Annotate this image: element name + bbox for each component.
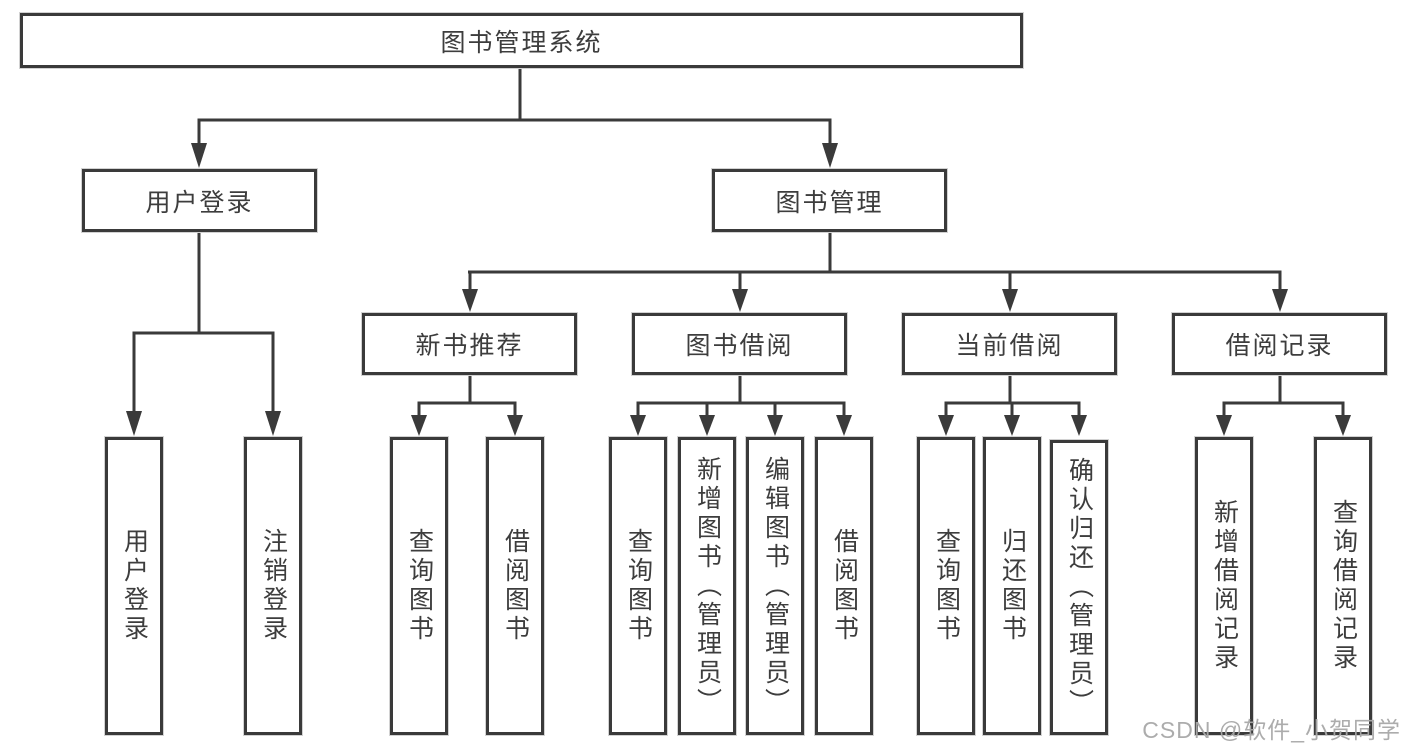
node-label: 查询借阅记录	[1329, 499, 1358, 673]
node-label: 用户登录	[145, 188, 254, 217]
leaf-query-borrow-record: 查询借阅记录	[1314, 437, 1372, 735]
leaf-query-book-1: 查询图书	[390, 437, 448, 735]
leaf-return-book: 归还图书	[983, 437, 1041, 735]
leaf-confirm-return-admin: 确认归还（管理员）	[1050, 440, 1108, 735]
node-label: 用户登录	[120, 528, 149, 644]
leaf-query-book-2: 查询图书	[609, 437, 667, 735]
node-label: 当前借阅	[955, 332, 1064, 360]
node-label: 注销登录	[259, 528, 288, 644]
node-label: 归还图书	[998, 528, 1027, 644]
node-label: 图书管理系统	[440, 28, 603, 57]
node-label: 图书管理	[775, 188, 884, 217]
leaf-add-borrow-record: 新增借阅记录	[1195, 437, 1253, 735]
node-label: 编辑图书（管理员）	[761, 455, 790, 717]
node-label: 查询图书	[932, 528, 961, 644]
node-label: 借阅记录	[1225, 332, 1334, 360]
node-label: 图书借阅	[685, 332, 794, 360]
node-root-system: 图书管理系统	[20, 13, 1023, 68]
node-current-borrow: 当前借阅	[902, 313, 1117, 375]
node-label: 借阅图书	[830, 528, 859, 644]
leaf-borrow-book-2: 借阅图书	[815, 437, 873, 735]
node-label: 查询图书	[624, 528, 653, 644]
node-label: 新书推荐	[415, 332, 524, 360]
node-label: 确认归还（管理员）	[1065, 457, 1094, 718]
leaf-add-book-admin: 新增图书（管理员）	[678, 437, 736, 735]
leaf-edit-book-admin: 编辑图书（管理员）	[746, 437, 804, 735]
node-user-login-branch: 用户登录	[82, 169, 317, 232]
node-label: 新增借阅记录	[1210, 499, 1239, 673]
node-label: 借阅图书	[501, 528, 530, 644]
csdn-watermark: CSDN @软件_小贺同学	[1142, 717, 1401, 743]
node-book-management-branch: 图书管理	[712, 169, 947, 232]
leaf-user-login: 用户登录	[105, 437, 163, 735]
leaf-query-book-3: 查询图书	[917, 437, 975, 735]
node-label: 新增图书（管理员）	[693, 455, 722, 717]
node-borrow-record: 借阅记录	[1172, 313, 1387, 375]
node-book-borrow: 图书借阅	[632, 313, 847, 375]
node-label: 查询图书	[405, 528, 434, 644]
leaf-logout: 注销登录	[244, 437, 302, 735]
node-new-book-recommend: 新书推荐	[362, 313, 577, 375]
leaf-borrow-book-1: 借阅图书	[486, 437, 544, 735]
